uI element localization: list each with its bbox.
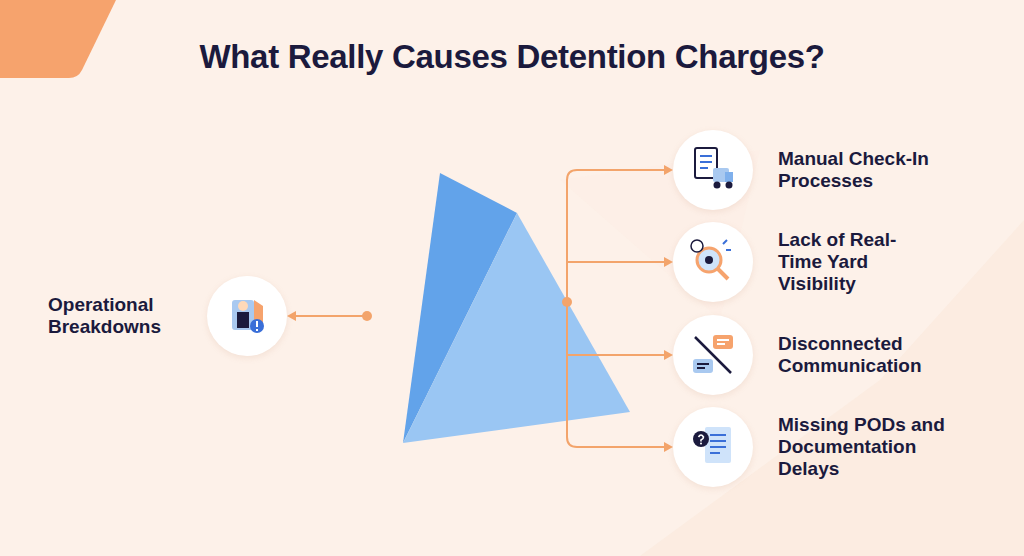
- background-shape: [640, 220, 1024, 556]
- arrow-heads: [287, 165, 673, 452]
- node-label: Missing PODs and Documentation Delays: [778, 414, 973, 480]
- icon-circle: [207, 276, 287, 356]
- icon-circle: [673, 407, 753, 487]
- prism-face: [403, 213, 630, 443]
- cause-node: Missing PODs and Documentation Delays: [673, 407, 1003, 487]
- node-label: Disconnected Communication: [778, 333, 953, 377]
- node-text-area: Missing PODs and Documentation Delays: [778, 407, 973, 487]
- node-text-area: Operational Breakdowns: [48, 276, 178, 356]
- node-label: Operational Breakdowns: [48, 294, 178, 338]
- icon-circle: [673, 315, 753, 395]
- node-text-area: Manual Check-In Processes: [778, 130, 978, 210]
- cause-icon: [207, 276, 287, 356]
- cause-icon: [673, 407, 753, 487]
- cause-node: Lack of Real-Time Yard Visibility: [673, 222, 1003, 302]
- node-text-area: Disconnected Communication: [778, 315, 953, 395]
- corner-shape: [0, 0, 116, 78]
- icon-circle: [673, 130, 753, 210]
- icon-circle: [673, 222, 753, 302]
- node-label: Manual Check-In Processes: [778, 148, 978, 192]
- cause-node: Operational Breakdowns: [48, 276, 288, 356]
- cause-icon: [673, 315, 753, 395]
- cause-icon: [673, 222, 753, 302]
- cause-node: Manual Check-In Processes: [673, 130, 1003, 210]
- cause-icon: [673, 130, 753, 210]
- node-text-area: Lack of Real-Time Yard Visibility: [778, 222, 918, 302]
- node-label: Lack of Real-Time Yard Visibility: [778, 229, 918, 295]
- background-shape: [560, 150, 760, 320]
- cause-node: Disconnected Communication: [673, 315, 1003, 395]
- diagram-title: What Really Causes Detention Charges?: [0, 38, 1024, 76]
- leader-lines: [292, 170, 668, 447]
